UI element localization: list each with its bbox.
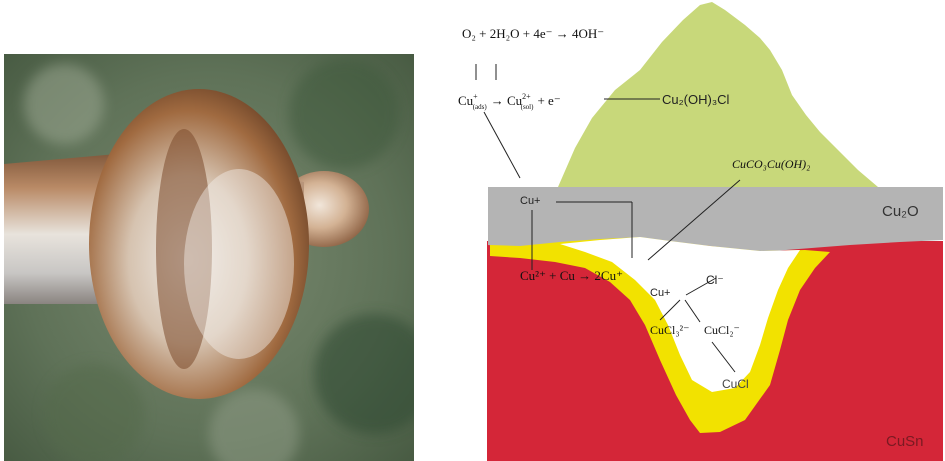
copper-oxidation-equation: Cu+(ads)→ Cu2+(sol)+ e⁻ bbox=[458, 92, 561, 111]
cu2o-layer bbox=[488, 187, 943, 252]
corrosion-diagram: O₂ + 2H₂O + 4e⁻ → 4OH⁻ Cu+(ads)→ Cu2+(so… bbox=[430, 0, 945, 461]
chloride-ion-label: Cl⁻ bbox=[706, 273, 724, 287]
cu2o-label: Cu₂O bbox=[882, 203, 919, 220]
cucl2-label: CuCl₂⁻ bbox=[704, 323, 740, 337]
cucl-label: CuCl bbox=[722, 377, 749, 391]
cusn-label: CuSn bbox=[886, 433, 924, 450]
disproportionation-equation: Cu²⁺ + Cu → 2Cu⁺ bbox=[520, 268, 623, 283]
cucl3-label: CuCl₃²⁻ bbox=[650, 323, 689, 337]
atacamite-label: Cu₂(OH)₃Cl bbox=[662, 92, 730, 107]
corroded-bronze-photo bbox=[4, 54, 414, 461]
malachite-label: CuCO₃Cu(OH)₂ bbox=[732, 157, 810, 171]
oxygen-reduction-equation: O₂ + 2H₂O + 4e⁻ → 4OH⁻ bbox=[462, 26, 604, 41]
svg-text:Cu+(ads)→ Cu2+(sol)+ e⁻: Cu+(ads)→ Cu2+(sol)+ e⁻ bbox=[458, 92, 561, 111]
cu-plus-pit-label: Cu+ bbox=[650, 287, 671, 299]
cu-plus-layer-label: Cu+ bbox=[520, 195, 541, 207]
